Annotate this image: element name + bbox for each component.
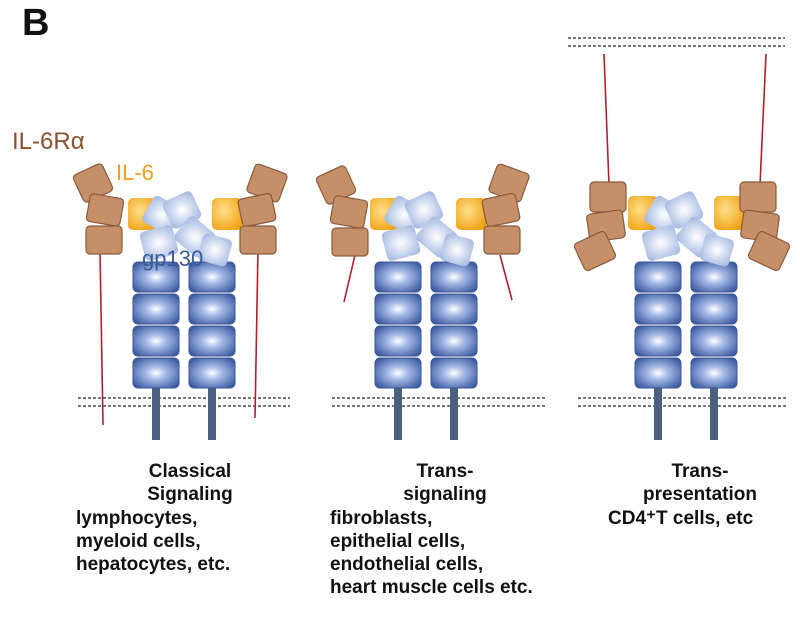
il6r-alpha-presented-right (739, 181, 791, 272)
il6-label: IL-6 (116, 160, 154, 185)
il6r-alpha-classical-right (237, 163, 288, 255)
trans-signaling-title-line2: signaling (403, 484, 487, 505)
trans-presentation-cell-1: CD4⁺T cells, etc (608, 508, 754, 529)
receptor-anchors (99, 53, 767, 426)
il6r-alpha-soluble-right (481, 163, 530, 255)
cell-membrane-trans-signaling (332, 397, 545, 407)
il6r-alpha-soluble-left (315, 165, 369, 257)
gp130-label: gp130 (142, 246, 204, 271)
il6r-alpha-label: IL-6Rα (12, 128, 85, 155)
trans-signaling-cell-list: fibroblasts, epithelial cells, endotheli… (330, 507, 620, 599)
gp130-dimer-trans-presentation (628, 191, 744, 440)
trans-signaling-cell-1: fibroblasts, (330, 508, 433, 529)
classical-cell-1: lymphocytes, (76, 508, 198, 529)
panel-label: B (22, 2, 50, 44)
il6r-alpha-presented-left (573, 181, 627, 272)
classical-title-line1: Classical (148, 461, 232, 482)
gp130-dimer-classical (128, 191, 242, 440)
trans-signaling-title-line1: Trans- (416, 461, 474, 482)
trans-signaling-title: Trans- signaling (330, 460, 560, 506)
presenting-cell-membrane (568, 37, 785, 47)
classical-title-line2: Signaling (147, 484, 233, 505)
trans-presentation-title-line1: Trans- (671, 461, 729, 482)
trans-signaling-cell-4: heart muscle cells etc. (330, 577, 533, 598)
classical-cell-3: hepatocytes, etc. (76, 554, 231, 575)
cell-membrane-classical (78, 397, 290, 407)
membrane-lines (78, 37, 788, 407)
cell-membrane-trans-presentation (578, 397, 788, 407)
trans-presentation-cell-list: CD4⁺T cells, etc (608, 507, 798, 530)
classical-cell-2: myeloid cells, (76, 531, 201, 552)
il6r-alpha-classical-left (72, 163, 125, 255)
trans-signaling-cell-2: epithelial cells, (330, 531, 466, 552)
classical-signaling-title: Classical Signaling (90, 460, 290, 506)
trans-presentation-title-line2: presentation (642, 484, 758, 505)
gp130-dimer-trans-signaling (370, 191, 486, 440)
trans-presentation-title: Trans- presentation (600, 460, 800, 506)
trans-signaling-cell-3: endothelial cells, (330, 554, 484, 575)
classical-cell-list: lymphocytes, myeloid cells, hepatocytes,… (76, 507, 316, 576)
